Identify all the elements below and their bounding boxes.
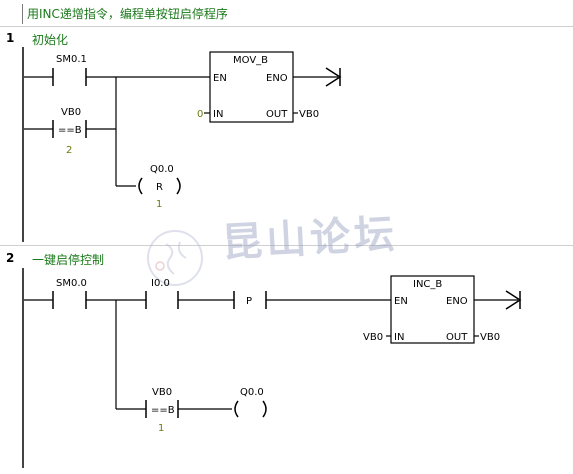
network-1-number[interactable]: 1: [6, 31, 15, 45]
mov-b-out: OUT: [266, 109, 288, 120]
inc-b-in-value[interactable]: VB0: [363, 332, 383, 343]
contact-sm0-0[interactable]: SM0.0: [52, 278, 87, 309]
network-1-power-rail: [22, 47, 24, 242]
inc-b-out: OUT: [446, 332, 468, 343]
contact-sm0-1[interactable]: SM0.1: [52, 54, 87, 86]
compare-contact-vb0-eq-2[interactable]: VB0 ==B 2: [52, 107, 87, 156]
compare2-operand-label: VB0: [152, 387, 172, 398]
mov-b-out-value[interactable]: VB0: [299, 109, 319, 120]
title-separator: [22, 4, 23, 24]
title-bar: 用INC递增指令，编程单按钮启停程序: [0, 0, 573, 27]
network-1-title[interactable]: 初始化: [32, 33, 69, 47]
inc-b-out-value[interactable]: VB0: [480, 332, 500, 343]
inc-b-eno: ENO: [446, 296, 468, 307]
mov-b-in: IN: [213, 109, 223, 120]
mov-b-block[interactable]: MOV_B EN ENO IN OUT: [209, 51, 294, 123]
contact-i0-0-label: I0.0: [151, 278, 170, 289]
reset-coil-address: Q0.0: [150, 164, 174, 175]
program-comment[interactable]: 用INC递增指令，编程单按钮启停程序: [27, 7, 228, 21]
output-arrow-icon: [325, 67, 342, 87]
contact-i0-0[interactable]: I0.0: [145, 278, 179, 309]
reset-coil-type: R: [156, 182, 163, 193]
inc-b-name: INC_B: [413, 279, 442, 290]
title-divider: [0, 26, 573, 27]
output-coil-address: Q0.0: [240, 387, 264, 398]
network-2-power-rail: [22, 268, 24, 468]
inc-b-block[interactable]: INC_B EN ENO IN OUT: [390, 275, 475, 344]
compare2-value-label: 1: [158, 423, 164, 434]
mov-b-in-value[interactable]: 0: [197, 109, 203, 120]
output-coil-q0-0[interactable]: Q0.0: [234, 387, 267, 418]
inc-b-en: EN: [394, 296, 408, 307]
inc-b-in: IN: [394, 332, 404, 343]
contact-sm0-0-label: SM0.0: [56, 278, 87, 289]
reset-coil-count: 1: [156, 199, 162, 210]
network-separator: [0, 245, 573, 246]
output-arrow-icon: [505, 290, 522, 310]
positive-transition-label: P: [246, 296, 252, 307]
contact-sm0-1-label: SM0.1: [56, 54, 87, 65]
network-2-number[interactable]: 2: [6, 251, 15, 265]
compare-operator-label: ==B: [58, 125, 82, 136]
network-2-title[interactable]: 一键启停控制: [32, 253, 105, 267]
watermark-logo-icon: [147, 230, 203, 286]
mov-b-name: MOV_B: [233, 55, 268, 66]
compare-value-label: 2: [66, 145, 72, 156]
compare2-operator-label: ==B: [151, 405, 175, 416]
compare-contact-vb0-eq-1[interactable]: VB0 ==B 1: [145, 387, 179, 434]
compare-operand-label: VB0: [61, 107, 81, 118]
reset-coil-q0-0[interactable]: Q0.0 R 1: [138, 164, 181, 210]
mov-b-eno: ENO: [266, 73, 288, 84]
positive-transition-contact[interactable]: P: [233, 291, 267, 309]
mov-b-en: EN: [213, 73, 227, 84]
